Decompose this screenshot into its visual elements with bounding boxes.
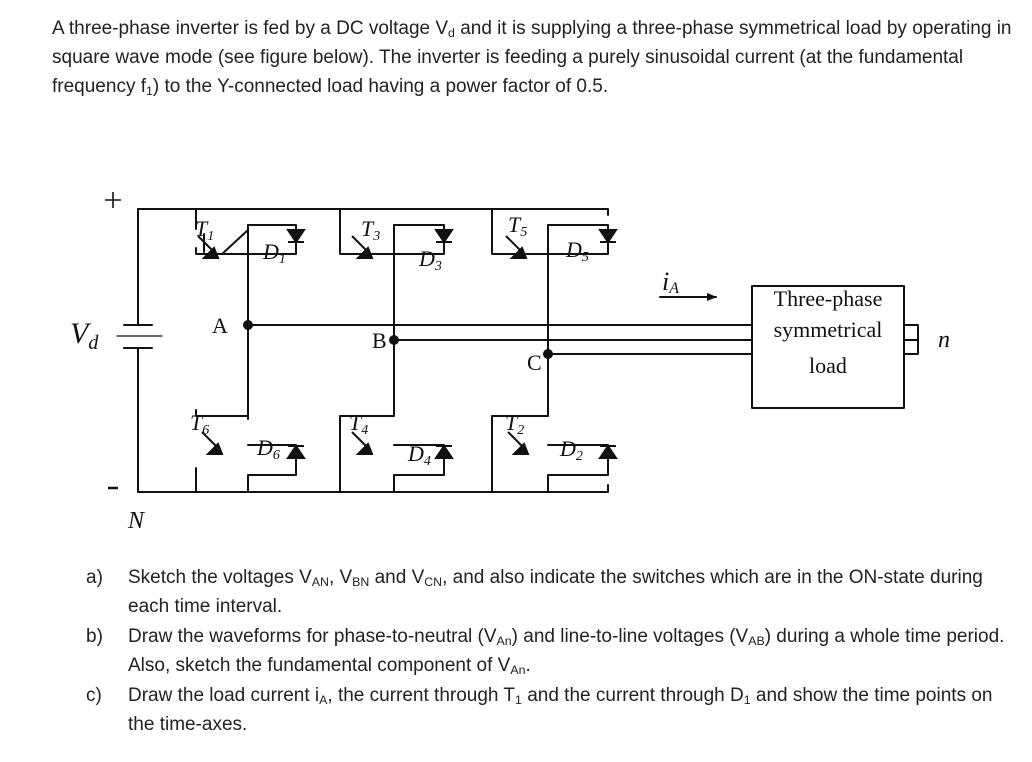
problem-statement: A three-phase inverter is fed by a DC vo…: [52, 18, 1012, 99]
diode-d5-icon: [598, 229, 618, 244]
transistor-t3-icon: [351, 235, 374, 259]
transistor-t4-icon: [351, 431, 374, 455]
load-label-3: load: [809, 353, 847, 378]
diode-d2-icon: [598, 444, 618, 459]
neutral-label: n: [938, 327, 950, 353]
node-a-dot: [243, 320, 253, 330]
transistor-t1-icon: [197, 229, 249, 259]
label-d6: D6: [256, 435, 280, 463]
diode-d4-icon: [434, 444, 454, 459]
label-d5: D5: [565, 237, 589, 265]
label-t3: T3: [361, 216, 380, 244]
label-t6: T6: [190, 410, 209, 438]
label-t4: T4: [349, 410, 368, 438]
label-t2: T2: [505, 410, 524, 438]
diode-d3-icon: [434, 229, 454, 244]
switch-symbols: [105, 192, 618, 490]
label-d1: D1: [262, 239, 286, 267]
neg-rail-label: N: [127, 508, 146, 534]
node-c-dot: [543, 349, 553, 359]
label-d4: D4: [407, 441, 431, 469]
label-t1: T1: [195, 216, 214, 244]
node-c-label: C: [527, 350, 542, 375]
label-d3: D3: [418, 246, 442, 274]
transistor-t2-icon: [507, 431, 530, 455]
negative-rail: [137, 484, 609, 493]
inverter-leg-a: [195, 208, 297, 493]
node-b-dot: [389, 335, 399, 345]
positive-terminal: [105, 192, 121, 208]
current-label: iA: [662, 267, 679, 297]
question-a: a)Sketch the voltages VAN, VBN and VCN, …: [86, 567, 983, 617]
question-list: a)Sketch the voltages VAN, VBN and VCN, …: [86, 563, 1006, 740]
diode-d6-icon: [286, 444, 306, 459]
node-a-label: A: [212, 313, 228, 338]
transistor-t6-icon: [201, 431, 224, 455]
positive-rail: [137, 208, 609, 216]
load-label-1: Three-phase: [774, 286, 883, 311]
transistor-t5-icon: [505, 235, 528, 259]
vd-label: Vd: [70, 317, 99, 354]
node-b-label: B: [372, 328, 387, 353]
question-c: c)Draw the load current iA, the current …: [86, 685, 993, 735]
load-box: [751, 285, 905, 409]
inverter-leg-b: [339, 208, 445, 493]
label-t5: T5: [508, 212, 527, 240]
diode-d1-icon: [286, 229, 306, 254]
label-d2: D2: [559, 436, 583, 464]
load-label-2: symmetrical: [774, 317, 883, 342]
question-b: b)Draw the waveforms for phase-to-neutra…: [86, 626, 1005, 678]
inverter-leg-c: [491, 208, 609, 493]
